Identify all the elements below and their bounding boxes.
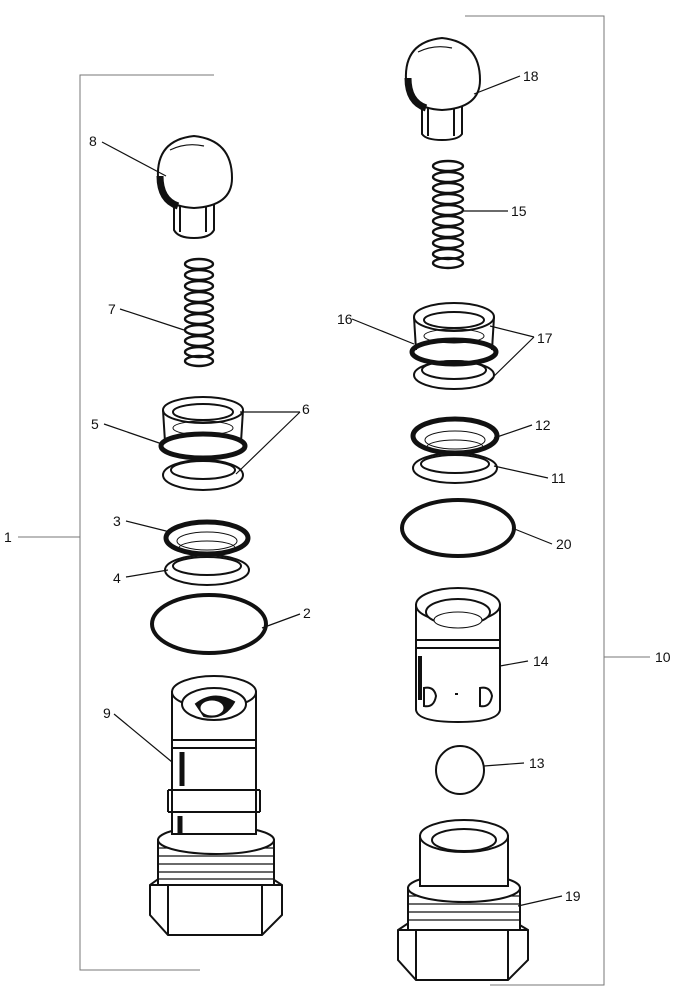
callout-11: 11: [551, 470, 566, 486]
part-7-spring: [183, 257, 215, 368]
part-16-o-ring: [409, 337, 499, 367]
part-13-ball: [435, 745, 485, 795]
callout-10: 10: [655, 649, 671, 665]
callout-7: 7: [108, 301, 116, 317]
callout-5: 5: [91, 416, 99, 432]
part-17-seat-rings: [413, 302, 495, 390]
callout-13: 13: [529, 755, 545, 771]
part-6-seat-rings: [162, 396, 244, 491]
assembly-10-bracket: [465, 15, 650, 986]
part-9-valve-body: [149, 675, 283, 936]
part-19-seat-body: [397, 819, 529, 981]
part-8-knob: [156, 134, 234, 240]
callout-17: 17: [537, 330, 553, 346]
callout-12: 12: [535, 417, 551, 433]
callout-8: 8: [89, 133, 97, 149]
callout-20: 20: [556, 536, 572, 552]
part-4-backup-ring: [164, 554, 250, 586]
callout-9: 9: [103, 705, 111, 721]
callout-19: 19: [565, 888, 581, 904]
part-2-o-ring: [150, 593, 268, 655]
callout-4: 4: [113, 570, 121, 586]
part-15-spring: [431, 159, 465, 270]
part-11-backup-ring: [412, 452, 498, 484]
callout-15: 15: [511, 203, 527, 219]
callout-6: 6: [302, 401, 310, 417]
part-20-o-ring: [400, 498, 516, 558]
part-5-o-ring: [158, 431, 248, 461]
callout-3: 3: [113, 513, 121, 529]
assembly-1-bracket: [18, 74, 214, 971]
part-18-knob: [404, 36, 482, 142]
callout-14: 14: [533, 653, 549, 669]
callout-16: 16: [337, 311, 353, 327]
callout-2: 2: [303, 605, 311, 621]
part-12-o-ring: [410, 416, 500, 456]
callout-1: 1: [4, 529, 12, 545]
leader-lines: [101, 75, 563, 907]
callout-18: 18: [523, 68, 539, 84]
part-14-cage: [415, 587, 501, 724]
